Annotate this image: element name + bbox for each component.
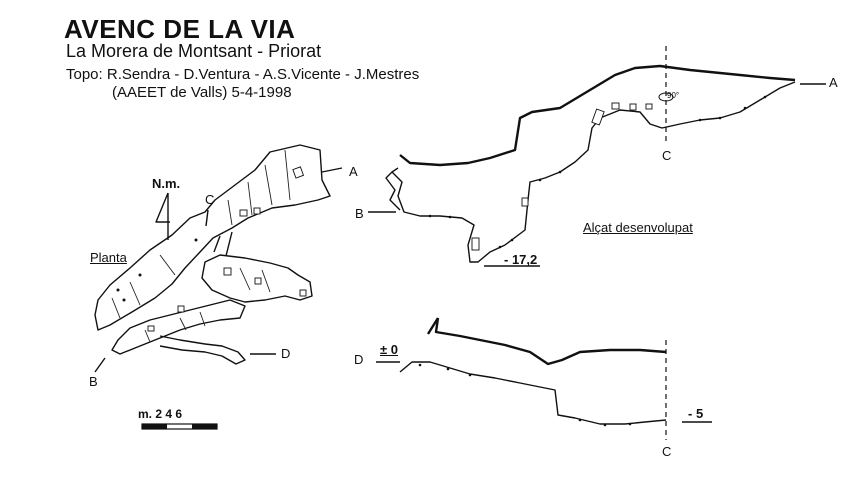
north-arrow-icon bbox=[155, 192, 170, 240]
plan-main-gallery bbox=[94, 144, 331, 331]
angle-label: 90° bbox=[667, 91, 680, 100]
lower-section-d: D bbox=[354, 352, 364, 367]
north-label: N.m. bbox=[152, 176, 181, 191]
depth-label-lower: - 5 bbox=[688, 406, 704, 421]
scale-label: m. 2 4 6 bbox=[138, 407, 183, 421]
scale-bar bbox=[141, 423, 218, 430]
elevation-floor bbox=[391, 81, 796, 263]
elevation-section-a: A bbox=[829, 75, 838, 90]
plan-section-c: C bbox=[205, 192, 215, 207]
plan-section-b: B bbox=[89, 374, 98, 389]
plan-view bbox=[94, 144, 343, 430]
group-and-date: (AAEET de Valls) 5-4-1998 bbox=[112, 84, 292, 101]
plan-section-a: A bbox=[349, 164, 358, 179]
lower-elevation bbox=[376, 317, 712, 440]
plan-label: Planta bbox=[90, 250, 127, 265]
location-subtitle: La Morera de Montsant - Priorat bbox=[66, 41, 322, 61]
zero-label: ± 0 bbox=[380, 342, 398, 357]
plan-hatching bbox=[111, 149, 291, 343]
lower-section-c: C bbox=[662, 444, 672, 459]
elevation-ceiling bbox=[399, 64, 796, 167]
elevation-left-wall bbox=[385, 171, 401, 211]
plan-connector bbox=[213, 231, 233, 257]
depth-label-main: - 17,2 bbox=[504, 252, 538, 267]
upper-elevation bbox=[368, 46, 826, 267]
elevation-label: Alçat desenvolupat bbox=[583, 220, 693, 235]
plan-lower-gallery bbox=[111, 299, 246, 355]
elevation-section-c: C bbox=[662, 148, 672, 163]
page-title: AVENC DE LA VIA bbox=[64, 14, 296, 44]
elevation-section-b: B bbox=[355, 206, 364, 221]
plan-passage-to-d bbox=[159, 335, 246, 365]
topo-authors: Topo: R.Sendra - D.Ventura - A.S.Vicente… bbox=[66, 66, 420, 83]
plan-middle-gallery bbox=[201, 254, 313, 303]
lower-ceiling bbox=[426, 317, 667, 366]
lower-floor bbox=[399, 361, 667, 425]
plan-section-d: D bbox=[281, 346, 291, 361]
